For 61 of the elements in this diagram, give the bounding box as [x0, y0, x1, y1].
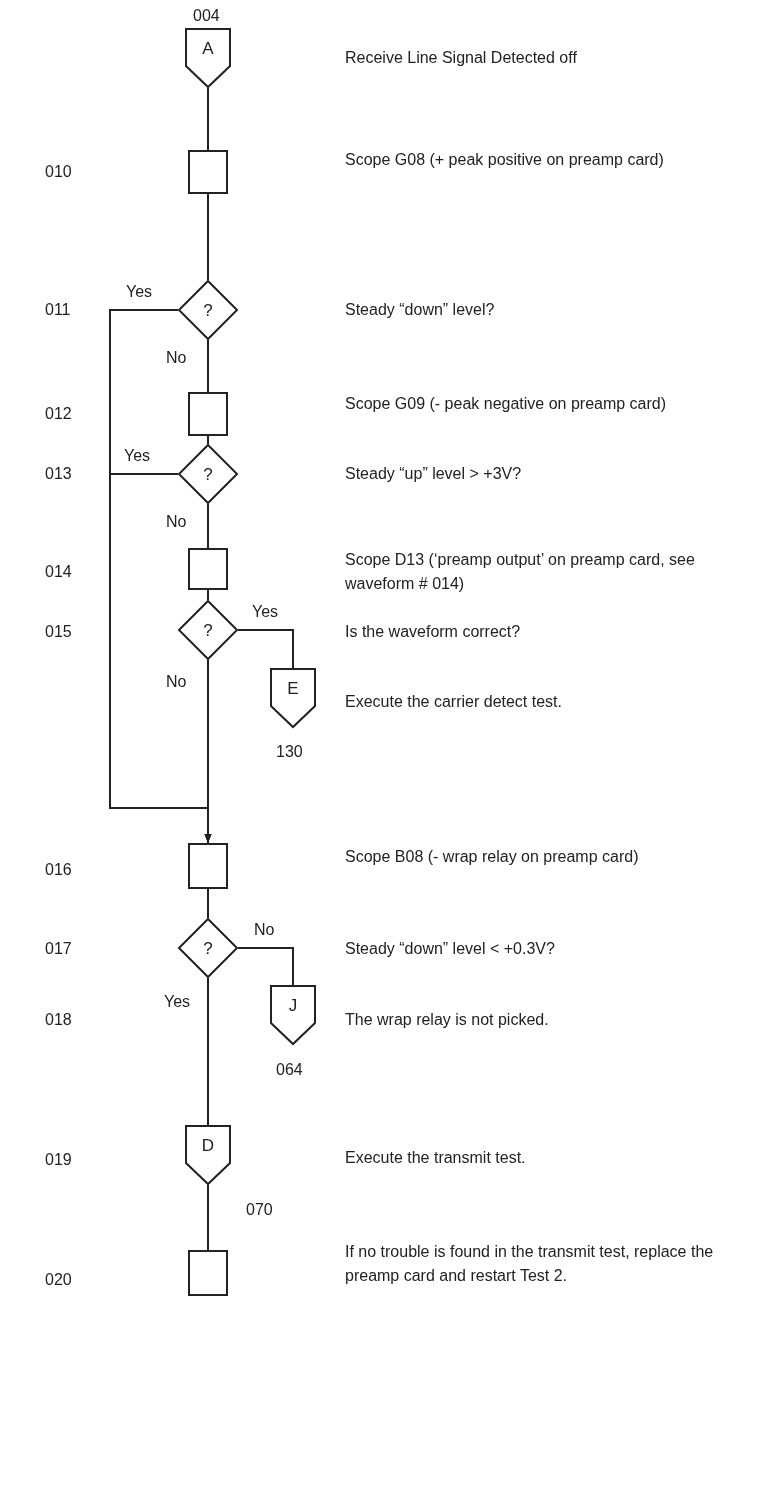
step-number: 014 — [45, 562, 73, 582]
step-description: Receive Line Signal Detected off — [345, 48, 578, 68]
step-number: 010 — [45, 162, 73, 182]
connector-line — [207, 888, 209, 919]
step-description: Steady “up” level > +3V? — [345, 464, 523, 484]
step-number: 011 — [45, 300, 72, 320]
node-letter: A — [201, 40, 215, 57]
connector-line — [207, 977, 209, 1126]
page-reference: 130 — [276, 742, 304, 762]
step-number: 018 — [45, 1010, 73, 1030]
offpage-connector — [270, 985, 316, 1045]
decision-diamond — [178, 280, 238, 340]
offpage-connector — [270, 668, 316, 728]
step-number: 020 — [45, 1270, 73, 1290]
decision-diamond — [178, 444, 238, 504]
process-box — [188, 1250, 228, 1296]
node-letter: ? — [202, 466, 214, 483]
connector-line — [207, 339, 209, 393]
connector-line — [237, 629, 294, 669]
step-number: 016 — [45, 860, 73, 880]
step-description: The wrap relay is not picked. — [345, 1010, 550, 1030]
connector-line — [207, 435, 209, 445]
node-letter: D — [200, 1137, 216, 1154]
step-number: 015 — [45, 622, 73, 642]
step-number: 012 — [45, 404, 73, 424]
step-description: Scope D13 (‘preamp output’ on preamp card, see waveform # 014) — [345, 550, 696, 594]
node-letter: ? — [202, 302, 214, 319]
step-description: Scope G09 (- peak negative on preamp card) — [345, 394, 668, 414]
node-letter: ? — [202, 940, 214, 957]
page-reference: 004 — [193, 6, 221, 26]
step-description: Scope B08 (- wrap relay on preamp card) — [345, 847, 640, 867]
step-number: 017 — [45, 939, 73, 959]
page-reference: 064 — [276, 1060, 304, 1080]
offpage-connector — [185, 1125, 231, 1185]
step-description: If no trouble is found in the transmit test, replace the preamp card and restart Test 2. — [345, 1242, 715, 1286]
node-letter: J — [287, 997, 299, 1014]
page-reference: 070 — [246, 1200, 274, 1220]
step-description: Scope G08 (+ peak positive on preamp card) — [345, 150, 665, 170]
process-box — [188, 843, 228, 889]
node-letter: ? — [202, 622, 214, 639]
step-description: Execute the transmit test. — [345, 1148, 527, 1168]
process-box — [188, 150, 228, 194]
node-letter: E — [286, 680, 300, 697]
process-box — [188, 548, 228, 590]
offpage-connector — [185, 28, 231, 88]
step-number: 013 — [45, 464, 73, 484]
connector-line — [207, 503, 209, 549]
connector-line — [207, 193, 209, 281]
connector-line — [207, 1184, 209, 1251]
step-description: Steady “down” level? — [345, 300, 496, 320]
step-description: Is the waveform correct? — [345, 622, 522, 642]
connector-line — [237, 947, 294, 986]
connector-line — [207, 589, 209, 601]
decision-diamond — [178, 918, 238, 978]
decision-diamond — [178, 600, 238, 660]
step-number: 019 — [45, 1150, 73, 1170]
step-description: Steady “down” level < +0.3V? — [345, 939, 556, 959]
connector-line — [207, 87, 209, 151]
connector-line — [207, 659, 209, 844]
process-box — [188, 392, 228, 436]
step-description: Execute the carrier detect test. — [345, 692, 563, 712]
